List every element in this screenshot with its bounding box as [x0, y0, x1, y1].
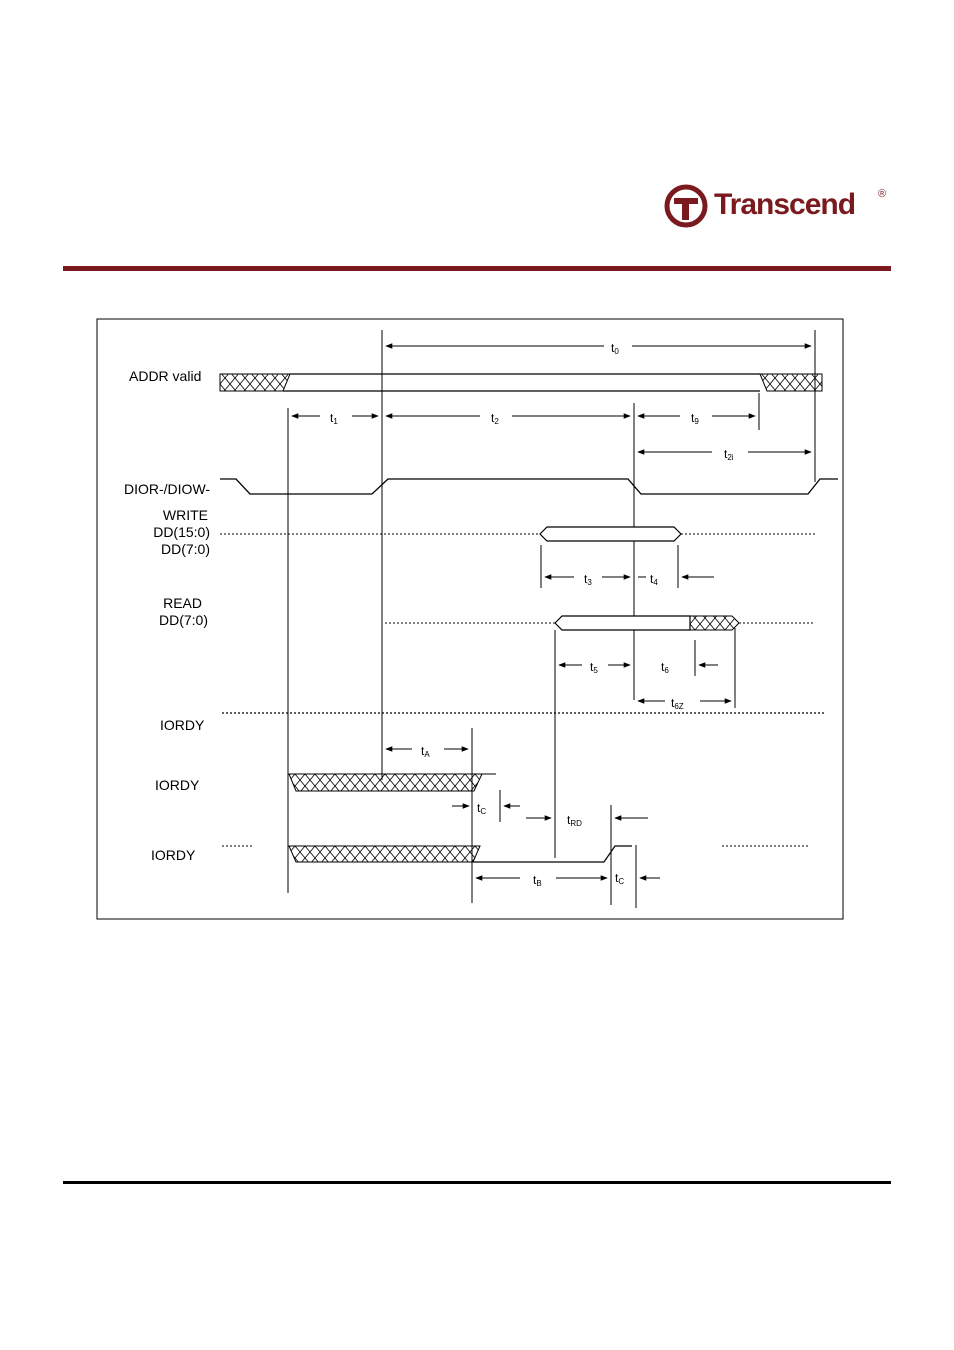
reference-lines: [288, 330, 815, 908]
addr-valid-waveform: [220, 374, 822, 391]
footer-rule: [63, 1181, 891, 1184]
iordy3-waveform: [222, 846, 810, 862]
timing-tb: tB: [533, 873, 542, 888]
timing-t6z: t6Z: [671, 696, 684, 711]
read-data-waveform: [385, 616, 815, 630]
iordy2-waveform: [289, 774, 496, 791]
label-addr-valid: ADDR valid: [129, 368, 201, 384]
timing-t5: t5: [590, 660, 598, 675]
timing-arrows: [292, 346, 811, 878]
label-iordy-3: IORDY: [151, 847, 196, 863]
label-dior-diow: DIOR-/DIOW-: [124, 481, 210, 497]
signal-labels: ADDR valid DIOR-/DIOW- WRITE DD(15:0) DD…: [124, 368, 210, 863]
write-data-waveform: [220, 527, 815, 541]
label-write-dd-15: DD(15:0): [153, 524, 210, 540]
timing-t6: t6: [661, 660, 669, 675]
dior-diow-waveform: [220, 479, 838, 494]
timing-t4: t4: [650, 572, 658, 587]
timing-t3: t3: [584, 572, 592, 587]
label-read-dd-7: DD(7:0): [159, 612, 208, 628]
label-write: WRITE: [163, 507, 208, 523]
timing-tc-2: tC: [615, 871, 624, 886]
timing-t0: t0: [611, 341, 619, 356]
timing-t2: t2: [491, 411, 499, 426]
label-iordy-2: IORDY: [155, 777, 200, 793]
timing-t1: t1: [330, 411, 338, 426]
timing-tc-1: tC: [477, 801, 486, 816]
label-iordy-1: IORDY: [160, 717, 205, 733]
label-read: READ: [163, 595, 202, 611]
timing-t9: t9: [691, 411, 699, 426]
label-write-dd-7: DD(7:0): [161, 541, 210, 557]
timing-ta: tA: [421, 744, 430, 759]
timing-labels: t0 t1 t2 t9 t2i t3 t4 t5 t6 t6Z tA tC tR…: [330, 341, 734, 888]
timing-trd: tRD: [567, 813, 582, 828]
timing-t2i: t2i: [724, 447, 734, 462]
